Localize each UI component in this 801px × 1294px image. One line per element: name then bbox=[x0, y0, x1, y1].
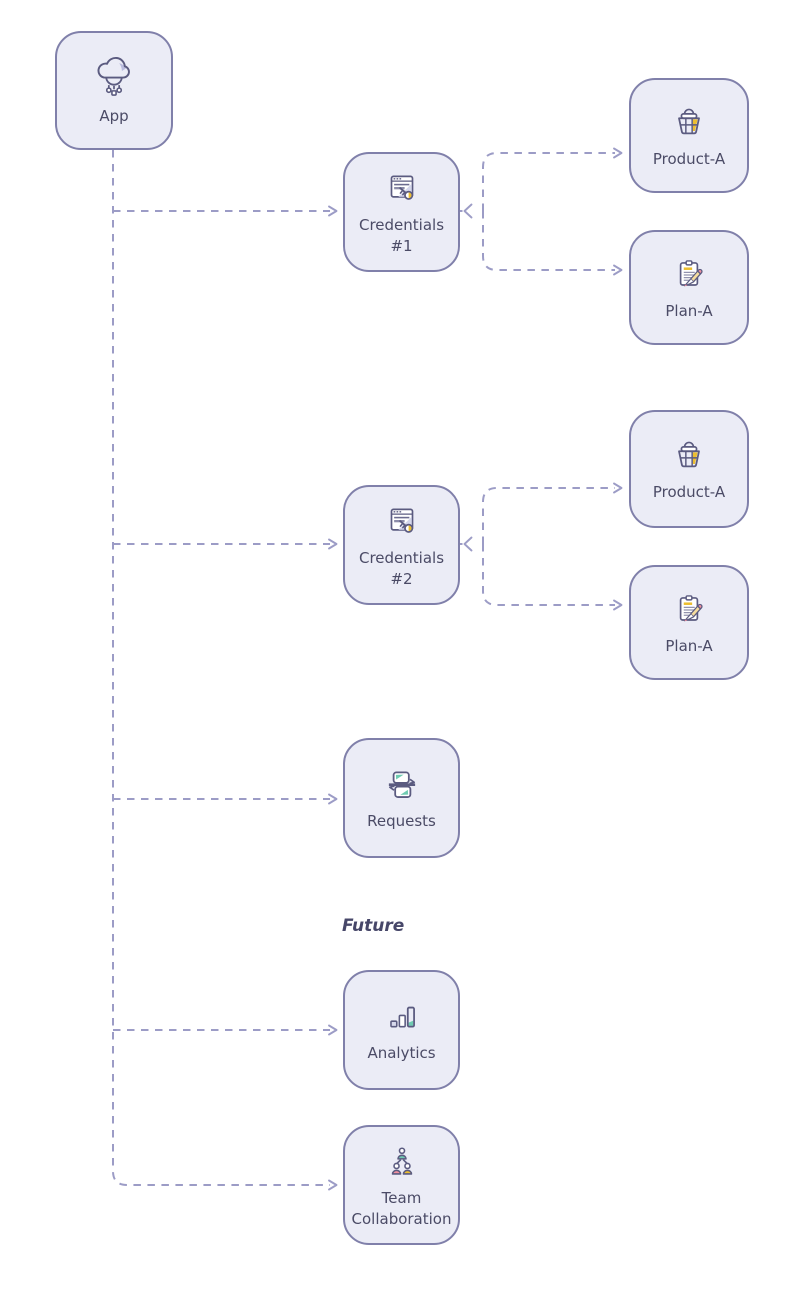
node-credentials-1: Credentials #1 bbox=[343, 152, 460, 272]
node-team-collaboration: Team Collaboration bbox=[343, 1125, 460, 1245]
team-people-icon bbox=[381, 1141, 423, 1183]
browser-key-icon bbox=[381, 168, 423, 210]
node-label: Product-A bbox=[652, 149, 726, 168]
section-label-future: Future bbox=[342, 916, 405, 936]
edge-credentials-1-product-a bbox=[482, 147, 623, 211]
plan-clipboard-icon bbox=[668, 589, 710, 631]
node-label: Credentials #1 bbox=[358, 215, 445, 255]
node-label: Product-A bbox=[652, 483, 726, 502]
node-analytics: Analytics bbox=[343, 970, 460, 1090]
node-label: Analytics bbox=[367, 1044, 436, 1063]
node-label: App bbox=[99, 106, 129, 125]
edge-credentials-1-plan-a bbox=[482, 211, 623, 276]
node-label: Plan-A bbox=[665, 636, 713, 655]
node-label: Team Collaboration bbox=[351, 1188, 452, 1228]
sync-requests-icon bbox=[381, 764, 423, 806]
product-basket-icon bbox=[668, 102, 710, 144]
reverse-arrowhead-credentials-1 bbox=[463, 203, 473, 219]
node-product-a-2: Product-A bbox=[629, 410, 749, 528]
cloud-network-icon bbox=[91, 55, 137, 101]
node-app: App bbox=[55, 31, 173, 150]
node-plan-a-2: Plan-A bbox=[629, 565, 749, 680]
browser-key-icon bbox=[381, 501, 423, 543]
node-product-a-1: Product-A bbox=[629, 78, 749, 193]
node-plan-a-1: Plan-A bbox=[629, 230, 749, 345]
node-credentials-2: Credentials #2 bbox=[343, 485, 460, 605]
reverse-arrowhead-credentials-2 bbox=[463, 536, 473, 552]
plan-clipboard-icon bbox=[668, 254, 710, 296]
edge-credentials-2-plan-a bbox=[482, 544, 623, 611]
node-label: Requests bbox=[367, 812, 436, 831]
node-requests: Requests bbox=[343, 738, 460, 858]
node-label: Plan-A bbox=[665, 301, 713, 320]
node-label: Credentials #2 bbox=[358, 548, 445, 588]
bar-chart-icon bbox=[381, 996, 423, 1038]
product-basket-icon bbox=[668, 435, 710, 477]
edge-credentials-2-product-a bbox=[482, 482, 623, 544]
